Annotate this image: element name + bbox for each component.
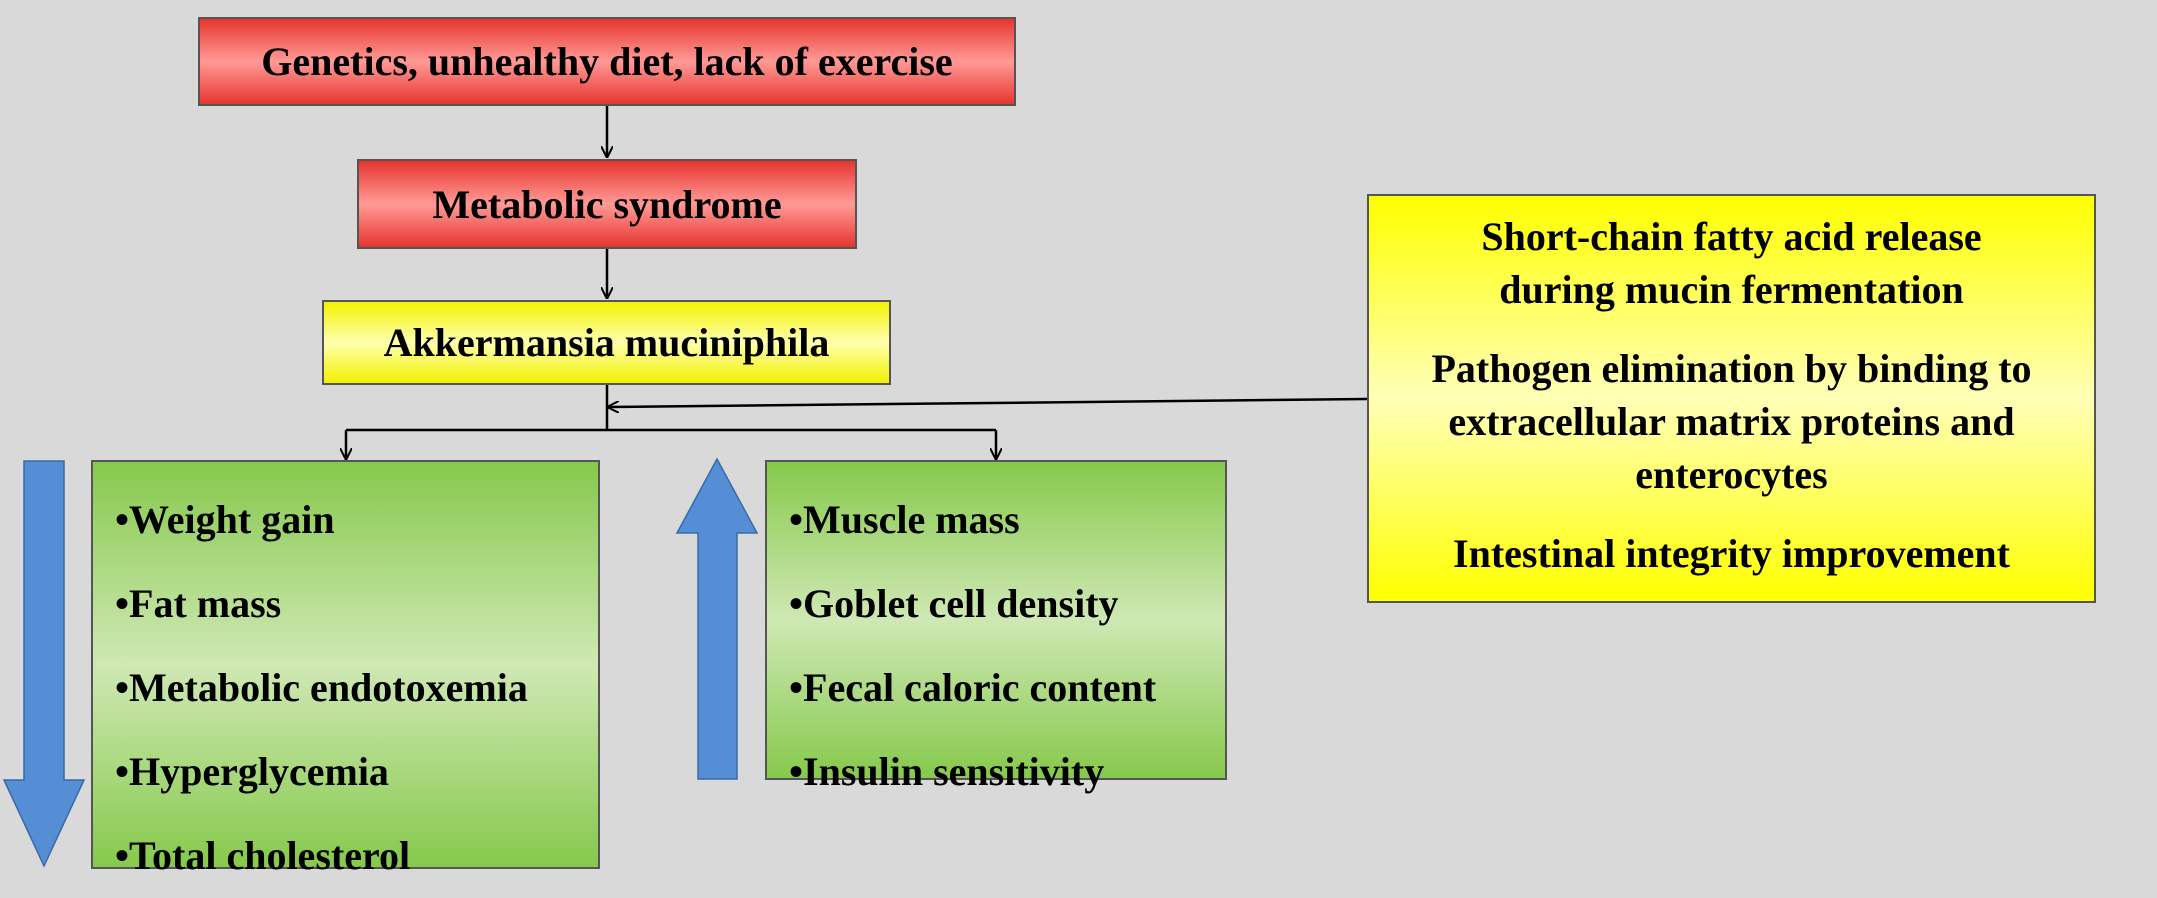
list-item: •Insulin sensitivity — [789, 749, 1105, 794]
causes-text: Genetics, unhealthy diet, lack of exerci… — [261, 39, 953, 84]
mechanism-text: Pathogen elimination by binding to extra… — [1431, 346, 2032, 497]
arrow-mechanisms-to-akkermansia — [609, 397, 1368, 407]
akkermansia-text: Akkermansia muciniphila — [383, 320, 830, 365]
mechanism-text: Short-chain fatty acid release during mu… — [1481, 214, 1982, 312]
list-item: •Weight gain — [115, 497, 335, 542]
metabolic-syndrome-text: Metabolic syndrome — [432, 181, 782, 227]
mechanism-text: Intestinal integrity improvement — [1453, 531, 2010, 576]
list-item: •Fat mass — [115, 581, 282, 626]
list-item: •Goblet cell density — [789, 581, 1119, 626]
list-item: •Hyperglycemia — [115, 749, 389, 794]
increase-list-box: •Muscle mass •Goblet cell density •Fecal… — [765, 460, 1227, 794]
akkermansia-box: Akkermansia muciniphila — [322, 300, 891, 385]
list-item: •Total cholesterol — [115, 833, 411, 878]
decrease-list-box: •Weight gain •Fat mass •Metabolic endoto… — [91, 460, 600, 878]
mechanisms-box: Short-chain fatty acid release during mu… — [1367, 194, 2096, 603]
increase-arrow — [675, 457, 759, 780]
list-item: •Metabolic endotoxemia — [115, 665, 528, 710]
decrease-arrow — [2, 460, 86, 868]
metabolic-syndrome-box: Metabolic syndrome — [357, 159, 857, 249]
list-item: •Muscle mass — [789, 497, 1020, 542]
list-item: •Fecal caloric content — [789, 665, 1157, 710]
causes-box: Genetics, unhealthy diet, lack of exerci… — [198, 17, 1016, 106]
